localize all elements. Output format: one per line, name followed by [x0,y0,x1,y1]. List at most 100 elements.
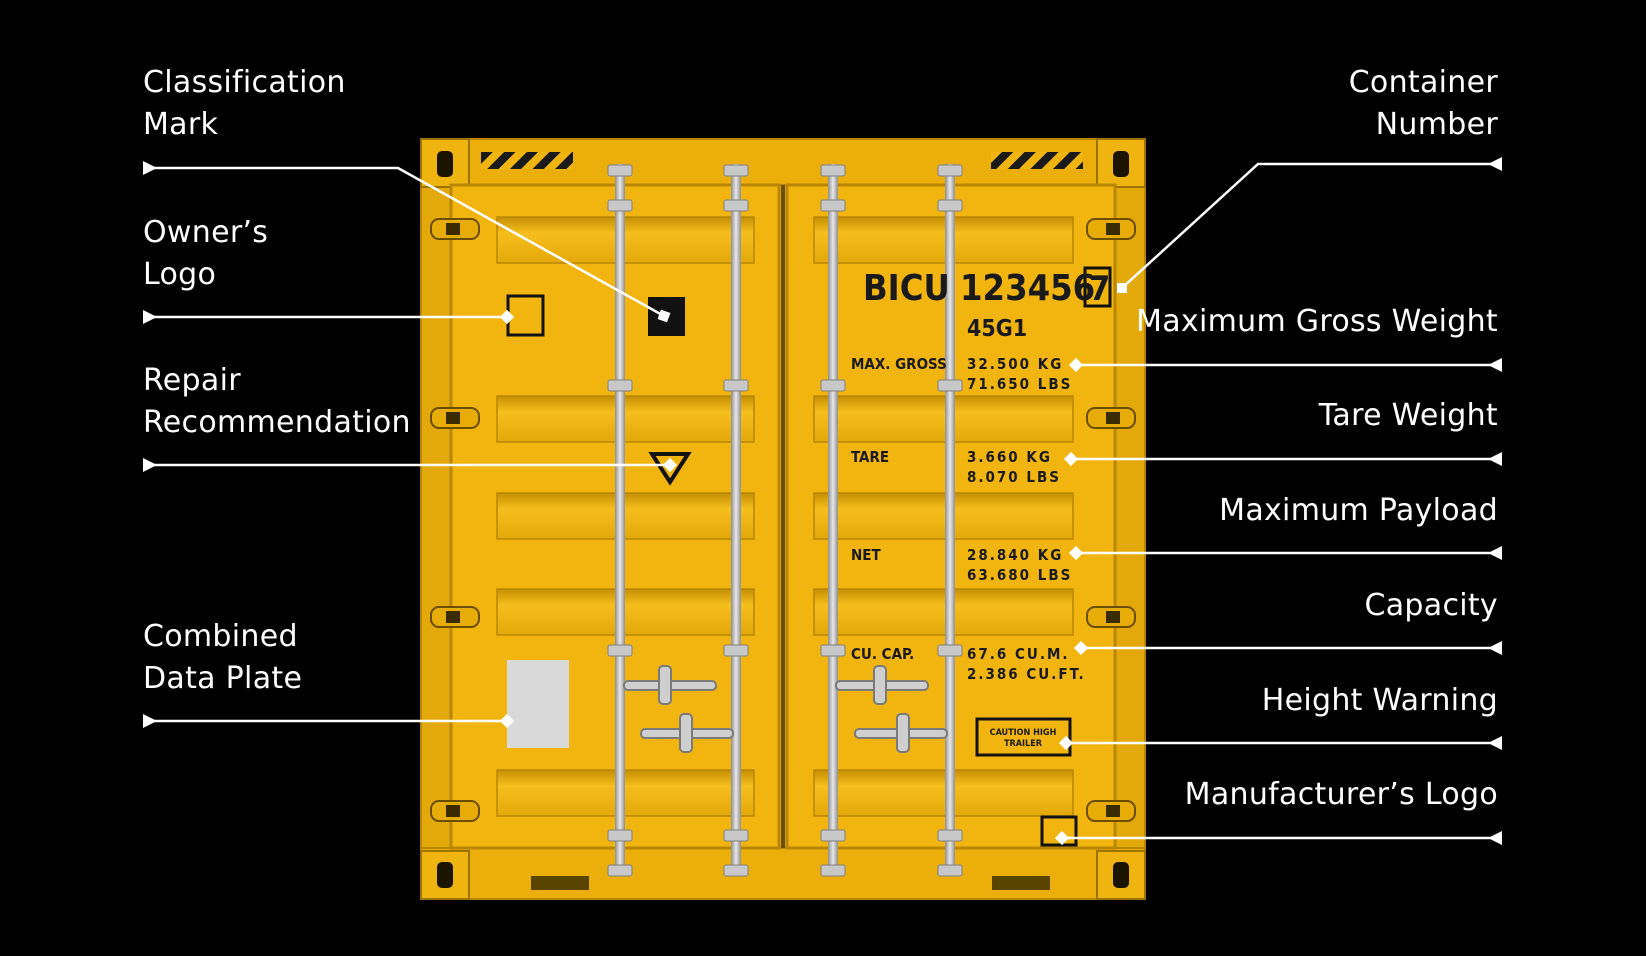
hinge-pin [446,223,460,235]
door-corrugations [496,216,1074,817]
bar-bracket [723,829,749,842]
bar-bracket [607,864,633,877]
payload-dot [1068,545,1084,561]
label-classification-mark: Classification Mark [143,62,346,146]
hinge-pin [1106,412,1120,424]
bar-bracket [723,379,749,392]
arrow-marker [1488,452,1502,466]
owner-prefix: BICU [863,268,950,309]
locking-bar [615,164,625,876]
locking-bars [607,164,963,877]
tare-kg: 3.660 KG [967,448,1052,466]
door-handles [623,665,948,753]
arrow-marker [1488,831,1502,845]
capacity-ft3: 2.386 CU.FT. [967,665,1086,683]
caution-line-2: TRAILER [1004,739,1043,749]
bar-bracket [937,829,963,842]
type-code: 45G1 [967,316,1027,342]
arrow-marker [1488,736,1502,750]
locking-bar [828,164,838,876]
repair-dot [662,457,678,473]
arrow-marker [143,310,157,324]
classification-mark-line [146,166,665,318]
bar-bracket [937,379,963,392]
arrow-marker [143,161,157,175]
bar-bracket [723,644,749,657]
hinge-pin [446,412,460,424]
hinge-pin [1106,223,1120,235]
container-number-line [1121,162,1500,289]
door-rib [813,769,1074,817]
bar-bracket [607,379,633,392]
bar-bracket [820,199,846,212]
bar-bracket [820,829,846,842]
arrow-marker [1488,641,1502,655]
label-tare-weight: Tare Weight [1318,398,1498,433]
label-line: Combined [143,619,298,654]
owners-logo-dot [499,309,515,325]
container-markings: BICU 123456 7 45G1 MAX. GROSS 32.500 KG … [851,268,1110,749]
capacity-m3: 67.6 CU.M. [967,645,1070,663]
label-line: Owner’s [143,215,269,250]
arrow-marker [143,458,157,472]
bar-bracket [607,164,633,177]
manufacturers-logo-box [1040,815,1078,847]
capacity-label: CU. CAP. [851,645,914,663]
bar-bracket [607,199,633,212]
bar-bracket [723,164,749,177]
hazard-stripe-left [481,152,573,169]
door-rib [496,395,755,443]
max-gross-dot [1068,357,1084,373]
data-plate-dot [499,713,515,729]
net-lbs: 63.680 LBS [967,566,1072,584]
label-capacity: Capacity [1364,588,1498,623]
tare-lbs: 8.070 LBS [967,468,1061,486]
label-line: Data Plate [143,661,303,696]
bar-bracket [607,829,633,842]
arrow-marker [1488,358,1502,372]
arrow-marker [1488,546,1502,560]
container-number-dot [1117,283,1127,293]
door-rib [496,769,755,817]
bar-bracket [820,864,846,877]
net-kg: 28.840 KG [967,546,1063,564]
label-line: Recommendation [143,405,411,440]
callout-lines [146,162,1500,840]
net-label: NET [851,546,882,564]
bar-bracket [607,644,633,657]
door-rib [496,216,755,264]
locking-bar [731,164,741,876]
combined-data-plate [507,660,569,748]
label-line: Number [1375,107,1498,142]
bar-bracket [723,864,749,877]
bar-bracket [820,644,846,657]
label-line: Classification [143,65,346,100]
label-manufacturers-logo: Manufacturer’s Logo [1184,777,1498,812]
bar-bracket [820,164,846,177]
check-digit: 7 [1089,269,1110,309]
arrow-marker [1488,157,1502,171]
bar-bracket [820,379,846,392]
max-gross-lbs: 71.650 LBS [967,375,1072,393]
label-line: Container [1348,65,1498,100]
bar-bracket [937,199,963,212]
max-gross-kg: 32.500 KG [967,355,1063,373]
bar-bracket [937,164,963,177]
label-line: Logo [143,257,217,292]
bar-bracket [723,199,749,212]
label-repair-recommendation: Repair Recommendation [143,360,411,444]
label-maximum-payload: Maximum Payload [1219,493,1498,528]
label-line: Repair [143,363,241,398]
door-rib [496,492,755,540]
door-rib [813,216,1074,264]
max-gross-label: MAX. GROSS [851,355,947,373]
label-maximum-gross-weight: Maximum Gross Weight [1136,304,1498,339]
door-rib [813,588,1074,636]
caution-plate [975,717,1072,757]
bar-bracket [937,864,963,877]
label-height-warning: Height Warning [1261,683,1498,718]
door-rib [496,588,755,636]
label-container-number: Container Number [1349,62,1498,146]
